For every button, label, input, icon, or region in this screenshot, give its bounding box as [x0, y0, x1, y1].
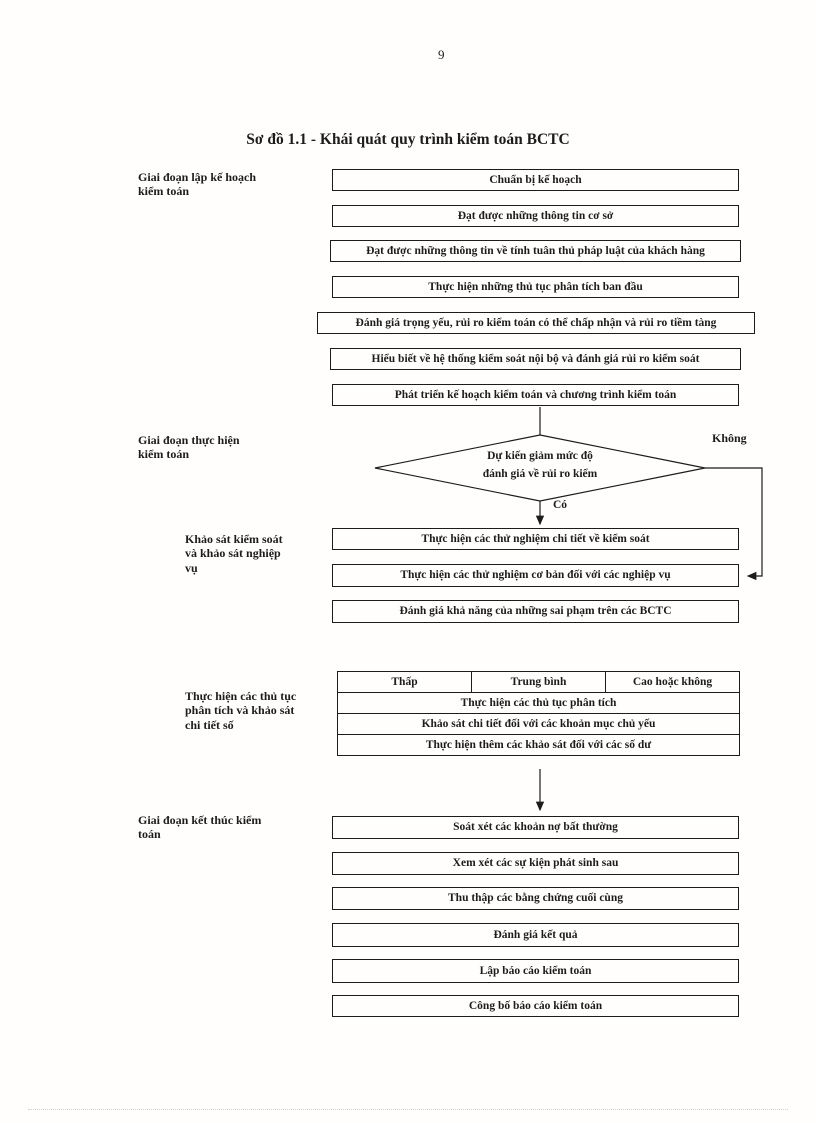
decision-no-label: Không	[712, 431, 747, 445]
page-number: 9	[438, 47, 445, 62]
risk-table-header-cell: Thấp	[338, 672, 472, 692]
phase-label-planning: Giai đoạn lập kế hoạch kiểm toán	[138, 170, 257, 199]
decision-line2: đánh giá về rủi ro kiểm	[482, 467, 598, 480]
connector-decision-no-arrow	[705, 467, 763, 581]
risk-level-table: Thấp Trung bình Cao hoặc không Thực hiện…	[337, 671, 740, 756]
risk-table-row: Khảo sát chi tiết đối với các khoản mục …	[338, 714, 739, 735]
closing-step: Công bố báo cáo kiểm toán	[332, 995, 739, 1017]
planning-step: Hiểu biết về hệ thống kiểm soát nội bộ v…	[330, 348, 741, 370]
risk-table-header-cell: Trung bình	[472, 672, 606, 692]
closing-step: Soát xét các khoản nợ bất thường	[332, 816, 739, 839]
closing-step: Đánh giá kết quả	[332, 923, 739, 947]
execution-step: Thực hiện các thử nghiệm chi tiết về kiể…	[332, 528, 739, 550]
execution-step: Thực hiện các thử nghiệm cơ bản đối với …	[332, 564, 739, 587]
risk-table-header-row: Thấp Trung bình Cao hoặc không	[338, 672, 739, 693]
phase-label-control-tests: Khảo sát kiểm soát và khảo sát nghiệp vụ	[185, 532, 283, 575]
phase-label-closing: Giai đoạn kết thúc kiểm toán	[138, 813, 262, 842]
decision-text: Dự kiến giảm mức độ đánh giá về rủi ro k…	[420, 448, 660, 484]
planning-step: Đạt được những thông tin về tính tuân th…	[330, 240, 741, 262]
phase-label-analytical-procedures: Thực hiện các thủ tục phân tích và khảo …	[185, 689, 297, 732]
planning-step: Phát triển kế hoạch kiểm toán và chương …	[332, 384, 739, 406]
phase-label-execution: Giai đoạn thực hiện kiểm toán	[138, 433, 240, 462]
decision-line1: Dự kiến giảm mức độ	[487, 450, 593, 462]
planning-step: Thực hiện những thủ tục phân tích ban đầ…	[332, 276, 739, 298]
closing-step: Lập báo cáo kiểm toán	[332, 959, 739, 983]
execution-step: Đánh giá khả năng của những sai phạm trê…	[332, 600, 739, 623]
scan-artifact-dotted-line	[28, 1109, 788, 1110]
risk-table-header-cell: Cao hoặc không	[632, 676, 713, 688]
planning-step: Chuẩn bị kế hoạch	[332, 169, 739, 191]
planning-step: Đánh giá trọng yếu, rủi ro kiểm toán có …	[317, 312, 755, 334]
planning-step: Đạt được những thông tin cơ sở	[332, 205, 739, 227]
diagram-title: Sơ đồ 1.1 - Khái quát quy trình kiểm toá…	[246, 131, 570, 148]
decision-yes-label: Có	[553, 499, 568, 511]
closing-step: Thu thập các bằng chứng cuối cùng	[332, 887, 739, 910]
risk-table-row: Thực hiện các thủ tục phân tích	[338, 693, 739, 714]
risk-table-row: Thực hiện thêm các khảo sát đối với các …	[425, 739, 652, 751]
closing-step: Xem xét các sự kiện phát sinh sau	[332, 852, 739, 875]
